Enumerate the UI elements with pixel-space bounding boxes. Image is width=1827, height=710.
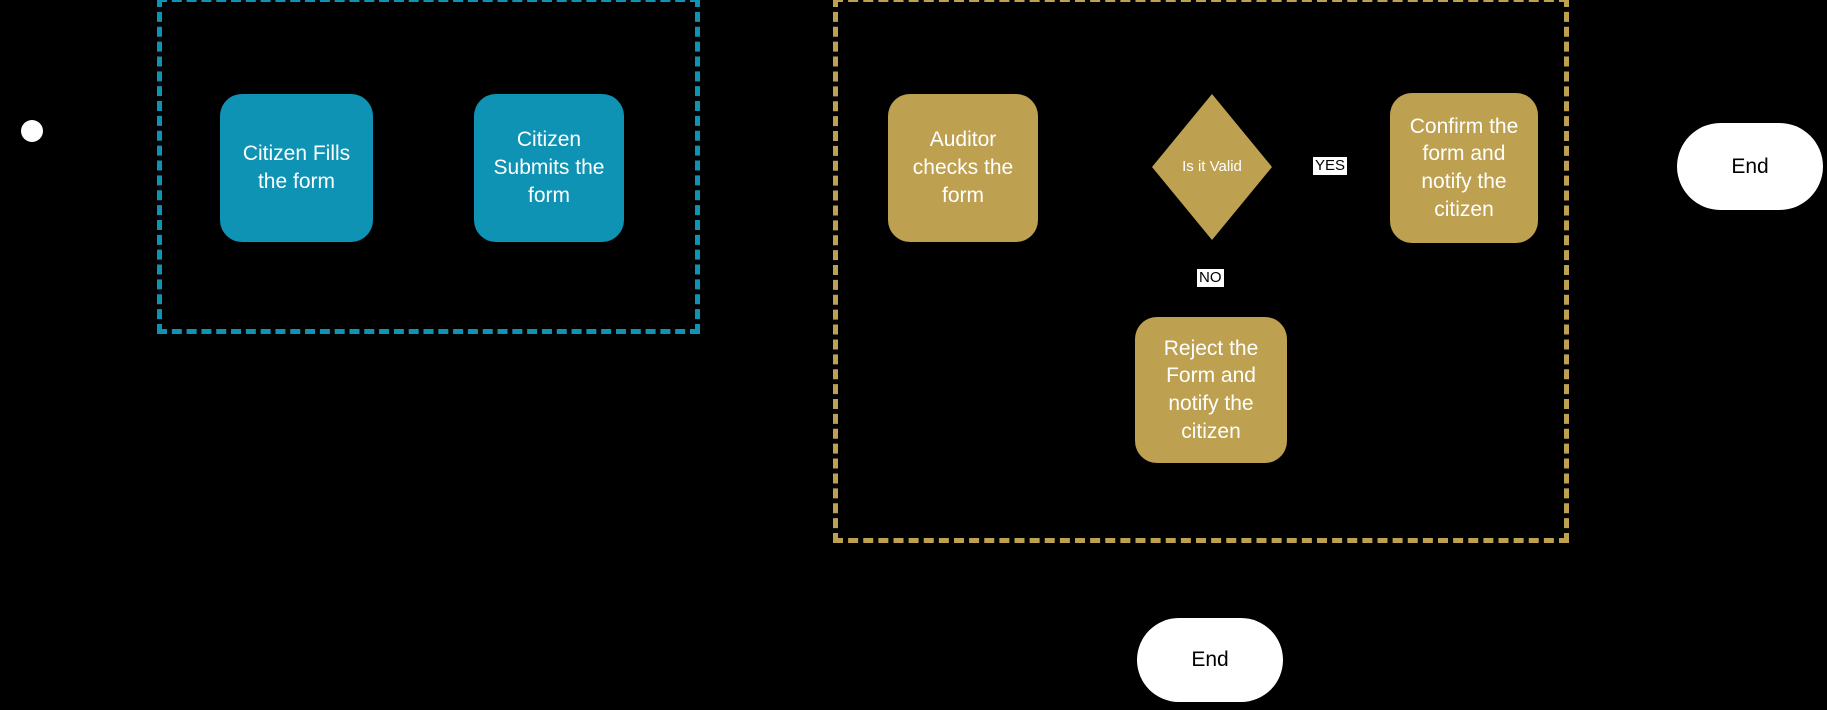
reject-form-node: Reject the Form and notify the citizen [1135, 317, 1287, 463]
no-edge-label: NO [1197, 269, 1224, 287]
citizen-submits-form-node: Citizen Submits the form [474, 94, 624, 242]
citizen-lane [157, 0, 700, 334]
auditor-lane [833, 0, 1569, 543]
citizen-fills-form-node: Citizen Fills the form [220, 94, 373, 242]
end-node-right: End [1677, 123, 1823, 210]
confirm-form-node: Confirm the form and notify the citizen [1390, 93, 1538, 243]
end-node-bottom: End [1137, 618, 1283, 702]
auditor-checks-form-node: Auditor checks the form [888, 94, 1038, 242]
start-event-node [21, 120, 43, 142]
yes-edge-label: YES [1313, 157, 1348, 175]
